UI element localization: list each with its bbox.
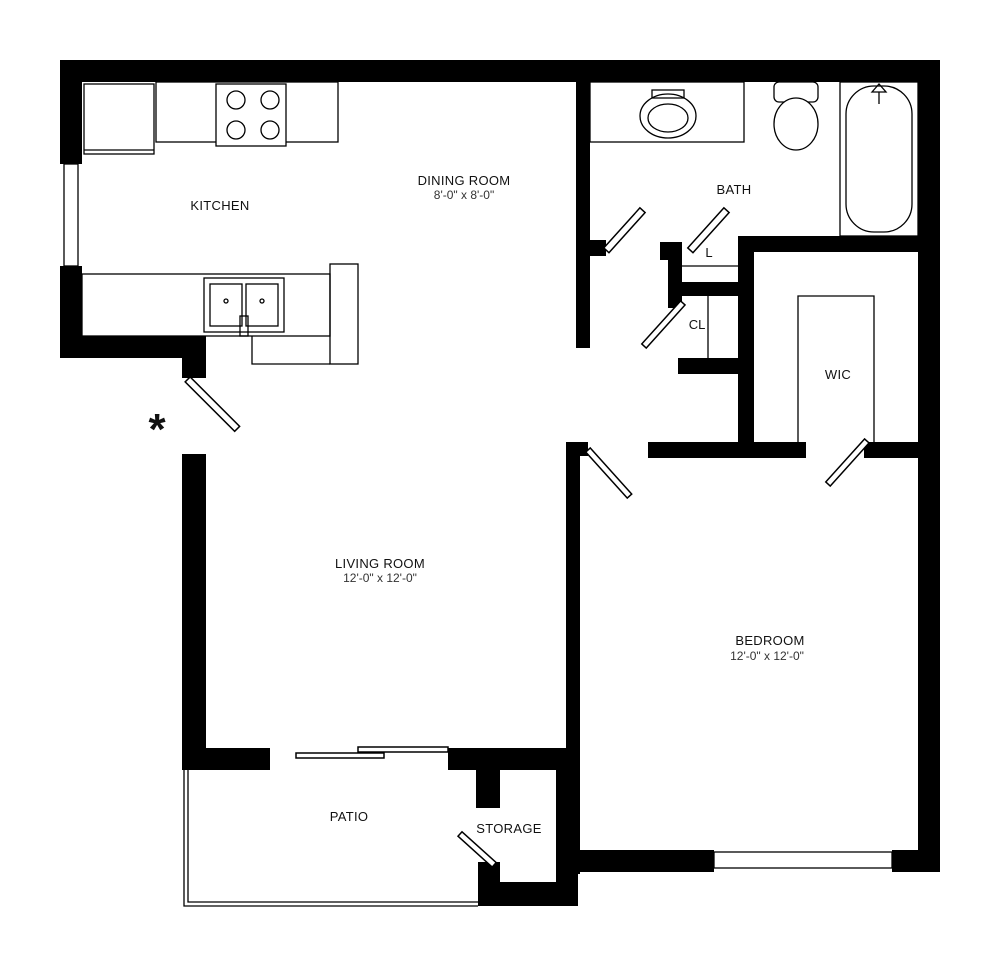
walls bbox=[60, 60, 940, 906]
closet-fixtures bbox=[682, 265, 875, 442]
closet-label: CL bbox=[689, 317, 706, 332]
entry-door bbox=[184, 375, 241, 433]
bath-door-jamb bbox=[590, 240, 606, 256]
bedroom-top-wall-right bbox=[864, 442, 920, 458]
linen-label: L bbox=[705, 245, 712, 260]
toilet-icon bbox=[773, 97, 819, 151]
storage-label: STORAGE bbox=[476, 821, 541, 836]
range bbox=[215, 83, 287, 147]
bedroom-bottom-wall-left bbox=[566, 850, 714, 872]
bedroom-top-wall-left bbox=[648, 442, 806, 458]
faucet-icon bbox=[239, 315, 249, 337]
refrigerator bbox=[83, 83, 155, 155]
kitchen-label: KITCHEN bbox=[190, 198, 249, 213]
drain-icon bbox=[223, 298, 229, 304]
top-wall bbox=[60, 60, 940, 82]
storage-wall-top bbox=[476, 768, 500, 808]
bath-label: BATH bbox=[717, 182, 752, 197]
bedroom-bottom-wall-right bbox=[892, 850, 940, 872]
sliding-panel-right bbox=[357, 746, 449, 753]
bedroom-label: BEDROOM bbox=[735, 633, 804, 648]
burner-icon bbox=[260, 120, 280, 140]
storage-right-wall bbox=[556, 748, 578, 906]
vanity-counter bbox=[589, 81, 745, 143]
kitchen-window bbox=[63, 163, 79, 267]
counter-peninsula bbox=[329, 263, 359, 365]
windows bbox=[63, 163, 893, 907]
closet-bottom-wall bbox=[678, 358, 748, 374]
right-wall bbox=[918, 60, 940, 872]
bath-door-left bbox=[602, 206, 647, 254]
dining-room-size: 8'-0" x 8'-0" bbox=[434, 188, 494, 202]
drain-icon bbox=[259, 298, 265, 304]
wic-label: WIC bbox=[825, 367, 851, 382]
bath-door-right bbox=[686, 206, 731, 254]
sliding-panel-left bbox=[295, 752, 385, 759]
tub-surround bbox=[839, 81, 919, 237]
doors bbox=[184, 206, 871, 869]
living-bottom-left-wall bbox=[182, 748, 270, 770]
room-labels: KITCHEN DINING ROOM 8'-0" x 8'-0" BATH L… bbox=[148, 173, 851, 836]
bedroom-size: 12'-0" x 12'-0" bbox=[730, 649, 804, 663]
sink-basin-icon bbox=[245, 283, 279, 327]
storage-door bbox=[456, 830, 498, 869]
bedroom-door-jamb bbox=[566, 442, 588, 456]
entry-wall-stub bbox=[182, 336, 206, 378]
living-room-size: 12'-0" x 12'-0" bbox=[343, 571, 417, 585]
burner-icon bbox=[260, 90, 280, 110]
kitchen-fixtures bbox=[81, 81, 359, 365]
linen-wall-top bbox=[660, 242, 682, 260]
bathtub-icon bbox=[845, 85, 913, 233]
bedroom-door bbox=[584, 446, 633, 500]
wic-left-wall bbox=[738, 236, 754, 456]
living-left-wall bbox=[182, 454, 206, 770]
sink-faucet-icon bbox=[651, 89, 685, 99]
bath-partition-wall bbox=[576, 82, 590, 348]
bath-fixtures bbox=[589, 81, 919, 237]
patio-railing bbox=[183, 770, 478, 907]
left-wall-lower bbox=[60, 266, 82, 358]
entry-marker: * bbox=[148, 405, 166, 454]
sink-basin-icon bbox=[209, 283, 243, 327]
patio-railing-inner bbox=[187, 770, 478, 903]
closet-door bbox=[640, 299, 687, 350]
tub-faucet-icon bbox=[870, 83, 888, 104]
patio-label: PATIO bbox=[330, 809, 369, 824]
wic-shelving bbox=[797, 295, 875, 442]
bath-bottom-wall bbox=[738, 236, 940, 252]
dining-room-label: DINING ROOM bbox=[418, 173, 511, 188]
burner-icon bbox=[226, 120, 246, 140]
linen-closet-divider bbox=[668, 282, 748, 296]
bath-sink-icon bbox=[639, 93, 697, 139]
bath-sink-basin bbox=[647, 103, 689, 133]
burner-icon bbox=[226, 90, 246, 110]
counter-bar bbox=[251, 336, 330, 365]
kitchen-sink bbox=[203, 277, 285, 333]
wic-door bbox=[824, 437, 871, 488]
patio-sliding-door bbox=[295, 746, 449, 759]
left-wall-upper bbox=[60, 60, 82, 164]
kitchen-bottom-wall bbox=[60, 336, 206, 358]
bedroom-window bbox=[713, 851, 893, 869]
living-bottom-right-wall bbox=[448, 748, 566, 770]
living-room-label: LIVING ROOM bbox=[335, 556, 425, 571]
